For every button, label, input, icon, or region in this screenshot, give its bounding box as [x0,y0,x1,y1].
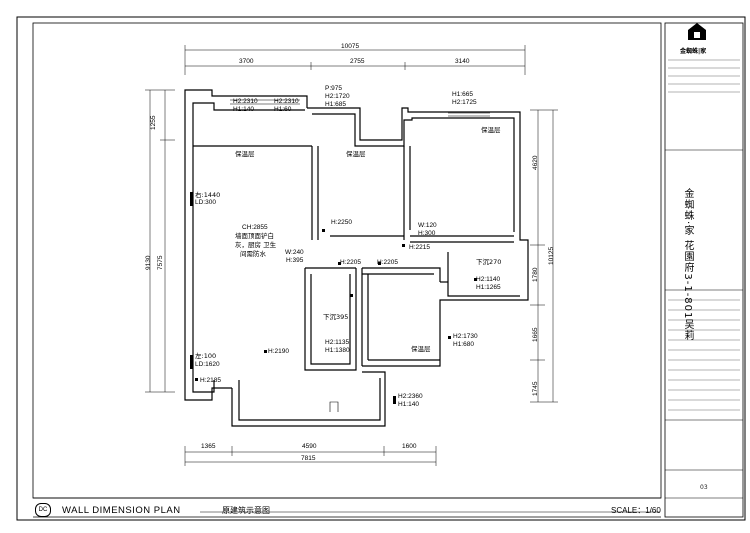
label-sunken-270: 下沉270 [476,258,502,266]
label-h2310-a: H2:2310 [233,98,258,105]
label-h1265: H1:1265 [476,284,501,291]
label-right-1440: 右:1440 [195,191,221,199]
label-p975: P:975 [325,85,342,92]
label-h2215: H:2215 [409,244,430,251]
title-block [664,22,744,518]
label-h2360: H2:2360 [398,393,423,400]
top-dimensions [184,45,526,75]
brand-name: 金蜘蛛|家 [680,48,707,55]
windows [230,99,490,117]
label-h395: H:395 [286,257,304,264]
dim-right-b: 1780 [532,267,539,282]
label-h2185: H:2185 [200,377,221,384]
label-ld1620: LD:1620 [195,361,220,368]
dim-bottom-b: 4590 [302,443,317,450]
left-dimensions [145,89,175,393]
brand-logo-icon [688,23,706,40]
dim-top-b: 2755 [350,58,365,65]
label-insulation-1: 保温层 [235,150,255,158]
label-sunken-395: 下沉395 [323,313,349,321]
right-dimensions [530,109,558,403]
label-h300: H:300 [418,230,436,237]
markers [190,192,477,404]
label-h1140-a: H1:140 [233,106,254,113]
drawing-title-cn: 原建筑示意图 [222,506,270,515]
outer-border [16,16,746,521]
label-w240: W:240 [285,249,304,256]
label-h1665: H1:665 [452,91,473,98]
dim-left-b: 7575 [157,255,164,270]
dim-bottom-c: 1600 [402,443,417,450]
dim-top-c: 3140 [455,58,470,65]
label-h1140-b: H2:1140 [476,276,501,283]
label-h2205-b: H:2205 [377,259,398,266]
label-insulation-4: 保温层 [411,345,431,353]
dim-right-total: 10125 [548,246,555,265]
dim-bottom-total: 7815 [301,455,316,462]
dim-left-a: 1255 [150,115,157,130]
label-h1725: H2:1725 [452,99,477,106]
dim-right-d: 1745 [532,381,539,396]
label-h160: H1:60 [274,106,292,113]
project-title-vertical: 金蜘蛛·家 花園府3-1-801吴莉 [682,188,693,342]
label-h1685: H1:685 [325,101,346,108]
drawing-title: WALL DIMENSION PLAN [62,505,181,516]
label-h1720: H2:1720 [325,93,350,100]
label-h1380: H1:1380 [325,347,350,354]
title-block-lines [668,59,740,411]
drawing-scale: SCALE：1/60 [611,506,661,515]
dim-left-total: 9130 [145,255,152,270]
stair-glyph [329,401,339,412]
dim-right-a: 4620 [532,155,539,170]
label-h680: H1:680 [453,341,474,348]
dim-top-total: 10075 [341,43,360,50]
bottom-dimensions [184,446,437,466]
label-note-1: 墙面顶面铲白 [235,232,274,240]
label-h2205-a: H:2205 [340,259,361,266]
label-insulation-2: 保温层 [346,150,366,158]
label-note-2: 灰，厨房 卫生 [235,241,277,249]
label-note-3: 间需防水 [240,250,266,258]
label-w120: W:120 [418,222,437,229]
walls [184,89,529,427]
label-h2190: H:2190 [268,348,289,355]
dim-top-a: 3700 [239,58,254,65]
label-h1140-c: H1:140 [398,401,419,408]
label-insulation-3: 保温层 [481,126,501,134]
drawing-code-badge: DC [35,503,51,517]
label-h1730: H2:1730 [453,333,478,340]
dim-right-c: 1665 [532,327,539,342]
label-left-100: 左:100 [195,352,217,360]
dim-bottom-a: 1365 [201,443,216,450]
label-h2250: H:2250 [331,219,352,226]
page-number: 03 [700,484,708,491]
label-h1135: H2:1135 [325,339,350,346]
label-ceiling-height: CH:2855 [242,224,268,231]
label-h2310-b: H2:2310 [274,98,299,105]
label-ld300: LD:300 [195,199,216,206]
